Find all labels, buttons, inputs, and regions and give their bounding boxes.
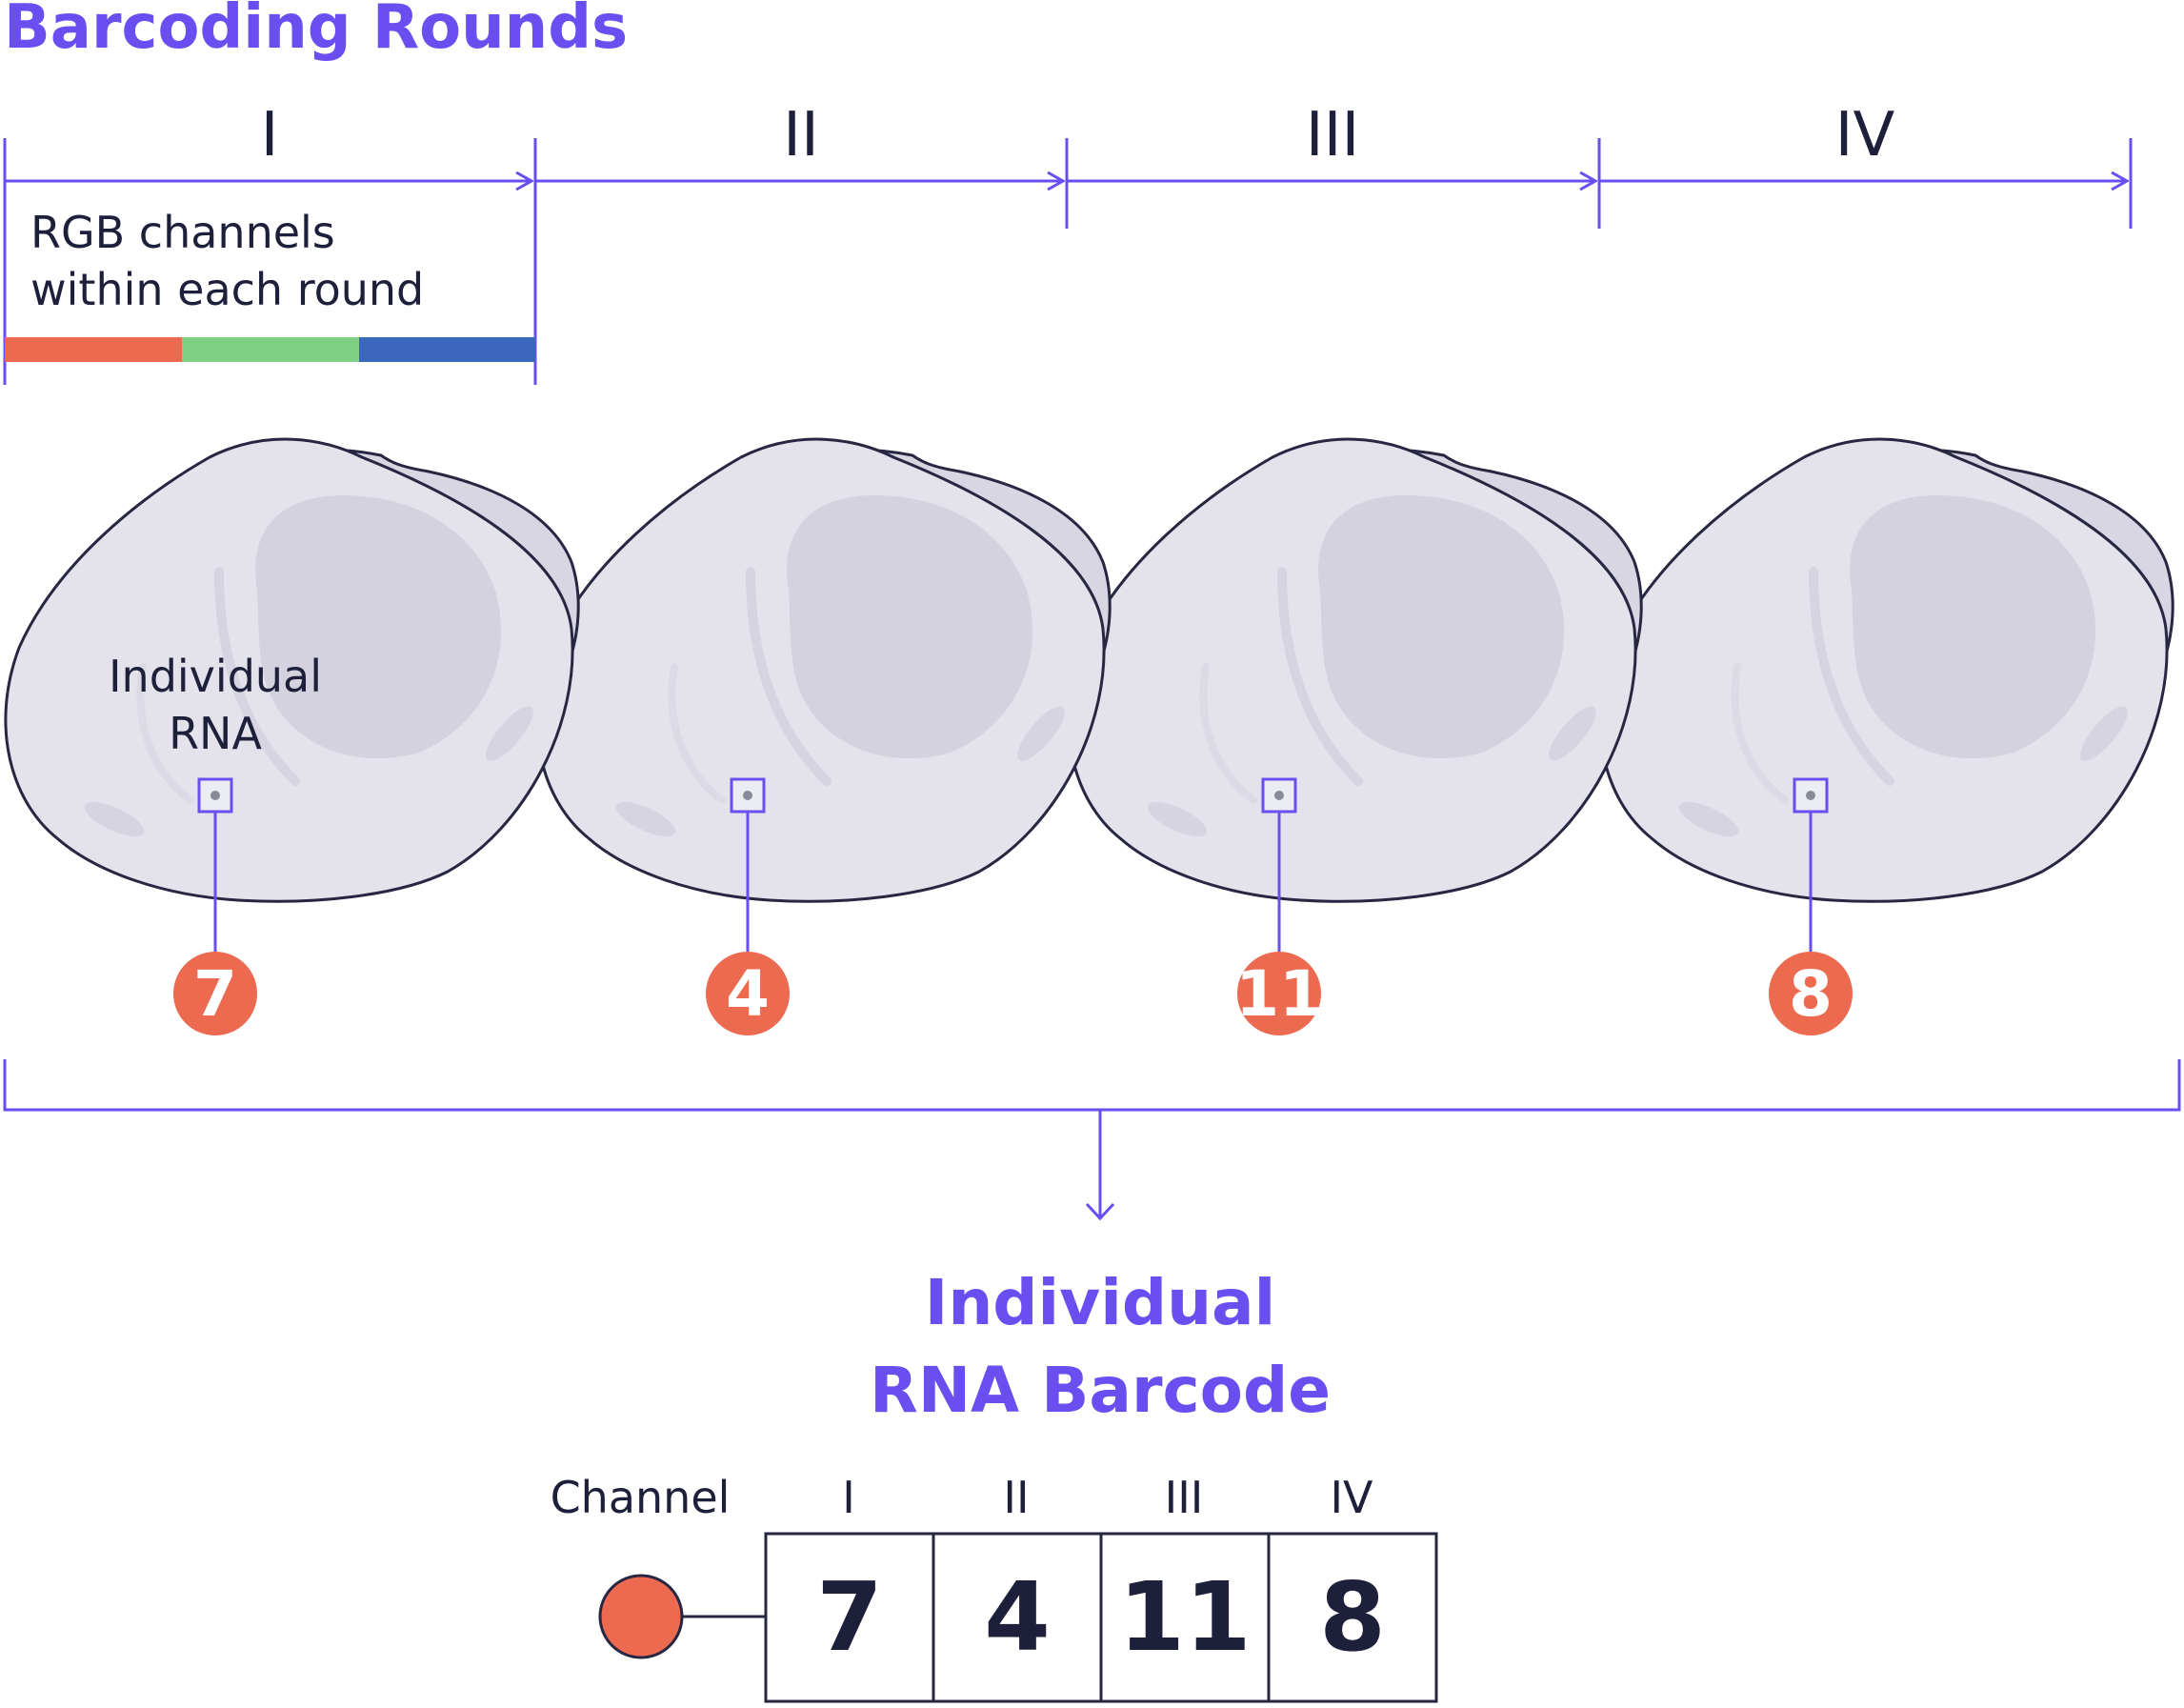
barcode-header-iv: IV (1330, 1472, 1373, 1523)
round-value-badge (706, 952, 790, 1035)
barcode-cell-i (764, 1532, 935, 1703)
cell-vesicle (1147, 801, 1208, 837)
bracket-arrowhead (1085, 1202, 1115, 1221)
cell-organelle (1277, 567, 1363, 786)
cell-vesicle (486, 706, 533, 761)
cell-organelle (214, 567, 300, 786)
barcode-cell-ii (932, 1532, 1103, 1703)
bracket-line (3, 1059, 2181, 1112)
round-label-i: I (261, 100, 279, 171)
rna-markers: 7 4 11 8 (173, 777, 1853, 1035)
cell-nucleus (787, 495, 1033, 759)
summary-bracket (3, 1059, 2181, 1221)
rna-dot (210, 791, 220, 800)
rgb-label-line1: RGB channels (30, 207, 335, 258)
barcode-header-i: I (842, 1472, 855, 1523)
cell-vesicle (1017, 706, 1065, 761)
cell-organelle (1199, 663, 1257, 804)
barcode-header-iii: III (1165, 1472, 1204, 1523)
cell-round-ii (535, 437, 1112, 903)
round-label-ii: II (783, 100, 819, 171)
green-channel-segment (182, 337, 359, 362)
cell-organelle (668, 663, 726, 804)
cell-round-i (4, 437, 580, 903)
barcode-value-ii: 4 (984, 1561, 1051, 1673)
channel-label: Channel (551, 1472, 731, 1523)
rna-marker-round-i: 7 (173, 777, 257, 1035)
rgb-channel-bar (5, 337, 535, 362)
cell-vesicle (1549, 706, 1596, 761)
cell-nucleus (1850, 495, 2096, 759)
cell-vesicle (84, 801, 145, 837)
barcode-title-line1: Individual (925, 1266, 1275, 1339)
cell-nucleus (1318, 495, 1565, 759)
round-value-text: 11 (1235, 957, 1323, 1031)
cells-group (4, 437, 2174, 903)
barcode-header-ii: II (1003, 1472, 1029, 1523)
round-value-text: 7 (193, 957, 237, 1031)
round-label-iv: IV (1835, 100, 1895, 171)
barcode-table (764, 1532, 1438, 1703)
rna-dot (743, 791, 752, 800)
rounds-timeline (3, 138, 2133, 385)
barcode-cell-iii (1099, 1532, 1271, 1703)
barcode-value-iii: 11 (1118, 1561, 1251, 1673)
round-value-badge (1769, 952, 1853, 1035)
cell-organelle (1731, 663, 1789, 804)
rna-dot (1806, 791, 1815, 800)
barcode-title-line2: RNA Barcode (870, 1354, 1331, 1427)
cell-organelle (1809, 567, 1894, 786)
rgb-label-line2: within each round (30, 264, 424, 315)
blue-channel-segment (359, 337, 535, 362)
channel-indicator (598, 1574, 766, 1659)
rna-marker-round-iv: 8 (1769, 777, 1853, 1035)
barcode-value-iv: 8 (1319, 1561, 1386, 1673)
rna-marker-round-ii: 4 (706, 777, 790, 1035)
diagram-title: Barcoding Rounds (4, 0, 628, 63)
cell-nucleus (255, 495, 502, 759)
round-value-text: 8 (1789, 957, 1833, 1031)
barcode-cell-iv (1267, 1532, 1438, 1703)
round-label-iii: III (1306, 100, 1360, 171)
channel-dot (598, 1574, 684, 1659)
rna-label-line1: Individual (109, 651, 322, 702)
round-value-badge (1237, 952, 1321, 1035)
cell-organelle (136, 663, 194, 804)
cell-round-iv (1598, 437, 2174, 903)
cell-vesicle (615, 801, 676, 837)
cell-vesicle (1678, 801, 1739, 837)
rna-dot (1274, 791, 1284, 800)
barcode-value-i: 7 (816, 1561, 883, 1673)
cell-organelle (746, 567, 832, 786)
rna-marker-round-iii: 11 (1235, 777, 1323, 1035)
cell-round-iii (1067, 437, 1643, 903)
cell-vesicle (2080, 706, 2128, 761)
rna-label-line2: RNA (169, 708, 262, 759)
round-value-badge (173, 952, 257, 1035)
round-value-text: 4 (726, 957, 770, 1031)
red-channel-segment (5, 337, 182, 362)
